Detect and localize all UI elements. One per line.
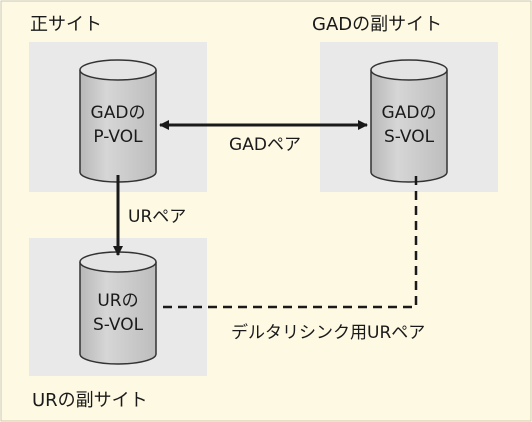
gad-pvol-label-line2: P-VOL [93, 127, 143, 147]
gad-secondary-site-label: GADの副サイト [312, 14, 442, 35]
primary-site-label: 正サイト [30, 14, 102, 35]
gad-pvol-cylinder [79, 59, 157, 183]
ur-svol-label-line1: URの [97, 291, 138, 311]
gad-svol-label-line1: GADの [382, 103, 437, 123]
gad-svol-label-line2: S-VOL [384, 127, 435, 147]
delta-resync-pair-label: デルタリシンク用URペア [231, 322, 425, 343]
gad-svol-cylinder [370, 59, 448, 183]
delta-resync-pair-line [160, 176, 418, 309]
gad-pvol-label-line1: GADの [91, 103, 146, 123]
ur-svol-cylinder [79, 251, 157, 365]
gad-pair-label: GADペア [229, 135, 301, 155]
ur-svol-label-line2: S-VOL [93, 315, 144, 335]
ur-secondary-site-label: URの副サイト [32, 390, 148, 411]
ur-pair-label: URペア [128, 207, 186, 227]
